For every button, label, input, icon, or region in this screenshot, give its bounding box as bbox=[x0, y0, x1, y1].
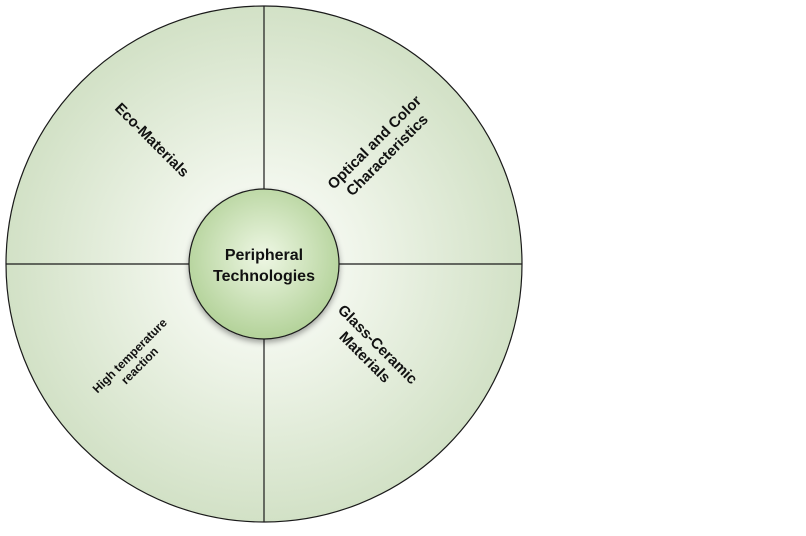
center-hub bbox=[188, 188, 340, 340]
center-label-line1: Peripheral bbox=[225, 247, 303, 264]
center-label-line2: Technologies bbox=[213, 268, 315, 285]
